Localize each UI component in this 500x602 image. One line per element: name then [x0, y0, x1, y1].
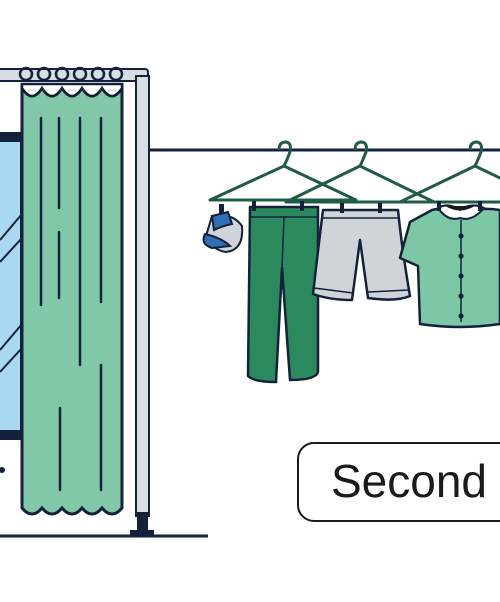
cap-icon: [202, 204, 244, 254]
shorts-icon: [311, 203, 412, 302]
shop-sign: Second Ha: [297, 442, 500, 522]
hanger-icon: [208, 140, 500, 204]
mirror-icon: [0, 132, 24, 473]
shirt-icon: [398, 201, 500, 329]
sign-text: Second Ha: [331, 455, 500, 507]
support-pole: [130, 75, 154, 536]
pants-icon: [246, 201, 320, 384]
curtain-icon: [18, 66, 124, 516]
